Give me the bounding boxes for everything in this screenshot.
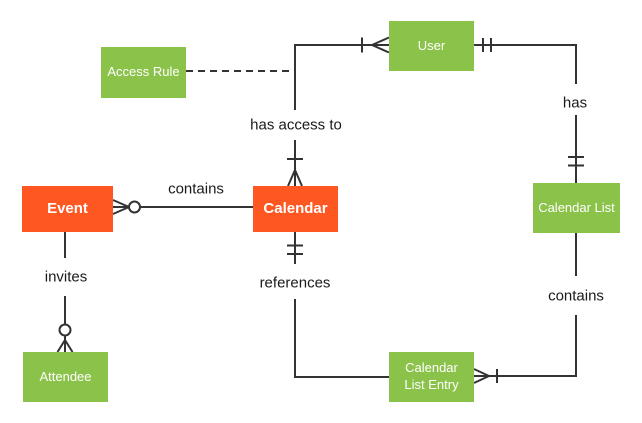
entity-access-rule[interactable]: Access Rule: [101, 47, 186, 98]
relationship-contains-entry: [473, 233, 577, 384]
relationship-line: [294, 299, 389, 378]
zero-cardinality-ring-icon: [128, 200, 141, 214]
entity-calendar[interactable]: Calendar: [253, 186, 338, 232]
entity-calendar-list-entry[interactable]: Calendar List Entry: [389, 352, 474, 402]
relationship-has: [474, 38, 584, 183]
entity-label: Calendar: [263, 200, 328, 218]
entity-calendar-list[interactable]: Calendar List: [533, 183, 620, 233]
entity-label: Access Rule: [107, 64, 180, 80]
relationship-label-has: has: [559, 94, 591, 112]
entity-label: Attendee: [39, 368, 92, 384]
relationship-label-invites: invites: [41, 268, 91, 286]
entity-label: Calendar List: [538, 199, 615, 215]
exactly-one-double-tick-icon: [287, 244, 303, 255]
relationship-line: [474, 44, 577, 84]
crows-foot-many-icon: [112, 199, 130, 215]
entity-attendee[interactable]: Attendee: [23, 352, 108, 402]
exactly-one-double-tick-icon: [568, 156, 584, 167]
relationship-references: [287, 232, 389, 378]
relationship-invites: [56, 232, 74, 353]
relationship-has-access-to: [287, 36, 390, 187]
relationship-contains-event: [112, 199, 253, 215]
crows-foot-many-icon: [56, 335, 74, 353]
entity-label: Event: [47, 200, 88, 218]
crows-foot-many-icon: [287, 169, 303, 187]
crows-foot-many-icon: [473, 368, 490, 384]
entity-event[interactable]: Event: [22, 186, 113, 232]
exactly-one-double-tick-icon: [482, 38, 492, 52]
zero-cardinality-ring-icon: [58, 323, 72, 337]
relationship-line: [294, 44, 389, 110]
crows-foot-many-icon: [371, 36, 390, 54]
relationship-line: [489, 315, 577, 377]
entity-label: User: [417, 37, 446, 53]
entity-label: Calendar List Entry: [404, 360, 459, 392]
relationship-label-has-access-to: has access to: [247, 116, 345, 134]
relationship-label-references: references: [256, 274, 334, 292]
entity-user[interactable]: User: [389, 21, 474, 71]
relationship-label-contains-event: contains: [165, 180, 227, 198]
relationship-label-contains-entry: contains: [545, 287, 607, 305]
